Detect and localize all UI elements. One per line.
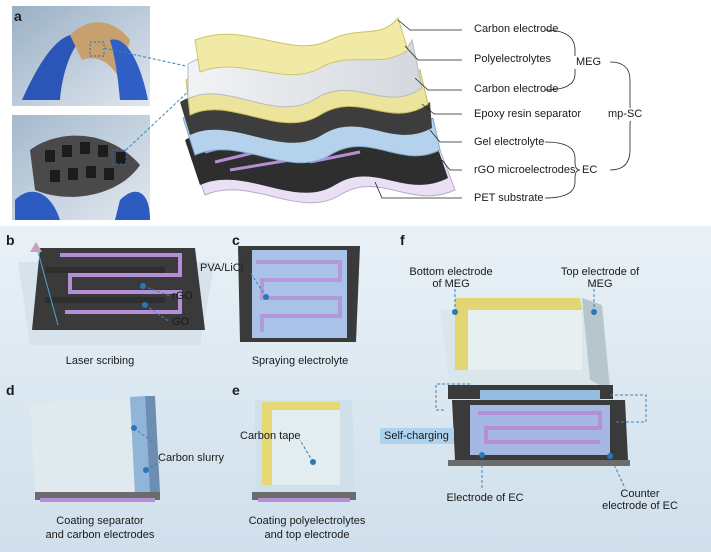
layer-label-carbon-bottom: Carbon electrode — [474, 83, 559, 95]
leader-line — [133, 427, 156, 445]
device-c — [238, 246, 360, 342]
device-b — [18, 242, 215, 345]
marker-dot — [310, 459, 316, 465]
group-label-ec: EC — [580, 164, 600, 177]
caption-c: Spraying electrolyte — [251, 355, 349, 367]
device-d — [30, 396, 160, 502]
marker-dot — [607, 453, 613, 459]
layer-label-pet: PET substrate — [474, 192, 544, 204]
marker-dot — [142, 302, 148, 308]
marker-dot — [479, 452, 485, 458]
label-top-electrode-line2: MEG — [587, 278, 613, 290]
group-label-mp-sc: mp-SC — [606, 108, 645, 121]
marker-dot — [131, 425, 137, 431]
marker-dot — [140, 283, 146, 289]
label-self-charging: Self-charging — [384, 430, 449, 442]
leader-line — [103, 47, 187, 67]
layer-label-carbon-top: Carbon electrode — [474, 23, 559, 35]
caption-e-line2: and top electrode — [264, 529, 350, 541]
group-label-meg: MEG — [574, 56, 604, 69]
label-counter-line1: Counter — [620, 488, 660, 500]
panel-a-letter: a — [14, 8, 22, 24]
layer-label-polyelectrolytes: Polyelectrolytes — [474, 53, 552, 65]
marker-dot — [452, 309, 458, 315]
caption-b: Laser scribing — [65, 355, 135, 367]
caption-e-line1: Coating polyelectrolytes — [248, 515, 366, 527]
device-f — [440, 298, 630, 466]
label-top-electrode-line1: Top electrode of — [560, 266, 640, 278]
panel-b-letter: b — [6, 232, 15, 248]
panel-e-letter: e — [232, 382, 240, 398]
self-charging-loop — [435, 383, 647, 423]
layer-label-epoxy: Epoxy resin separator — [474, 108, 581, 120]
caption-d-line2: and carbon electrodes — [45, 529, 155, 541]
label-go: GO — [172, 316, 190, 328]
layer-stack — [180, 16, 456, 204]
device-e — [252, 400, 356, 502]
marker-dot — [143, 467, 149, 473]
caption-d-line1: Coating separator — [56, 515, 144, 527]
label-counter-line2: electrode of EC — [602, 500, 678, 512]
layer-label-gel: Gel electrolyte — [474, 136, 545, 148]
label-bottom-electrode-line1: Bottom electrode — [409, 266, 493, 278]
marker-dot — [263, 294, 269, 300]
layer-connectors — [374, 19, 462, 199]
panel-d-letter: d — [6, 382, 15, 398]
leader-line — [125, 87, 193, 151]
photo-array-device — [12, 115, 150, 220]
label-carbon-tape: Carbon tape — [240, 430, 301, 442]
label-bottom-electrode-line2: of MEG — [432, 278, 470, 290]
panel-c-letter: c — [232, 232, 240, 248]
leaders-b — [142, 285, 171, 323]
photo-bent-device — [12, 6, 150, 106]
label-carbon-slurry: Carbon slurry — [158, 452, 225, 464]
leader-line — [299, 439, 314, 463]
self-charging-highlight — [380, 428, 454, 444]
label-pva-licl: PVA/LiCl — [200, 262, 244, 274]
panel-f-letter: f — [400, 232, 405, 248]
leaders-f — [454, 285, 626, 489]
label-rgo: rGO — [172, 290, 193, 302]
label-electrode-ec: Electrode of EC — [446, 492, 524, 504]
layer-label-rgo: rGO microelectrodes — [474, 164, 576, 176]
marker-dot — [591, 309, 597, 315]
